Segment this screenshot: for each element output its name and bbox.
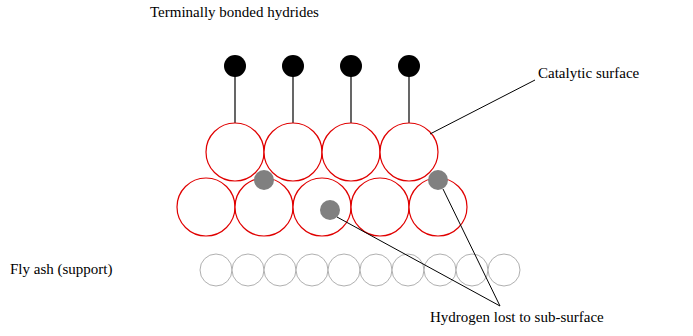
support-particles [200, 254, 520, 286]
part-label: Hydrogen lost to sub-surface [430, 308, 604, 326]
hydride-bonds [235, 70, 409, 123]
part-label: Catalytic surface [538, 64, 639, 82]
part-label: Fly ash (support) [10, 260, 113, 278]
catalyst-atoms [177, 123, 467, 236]
hydride-atoms [224, 55, 420, 77]
diagram-heading: Terminally bonded hydrides [150, 3, 319, 21]
subsurface-hydrogen [254, 170, 448, 220]
leader-lines [337, 80, 535, 306]
